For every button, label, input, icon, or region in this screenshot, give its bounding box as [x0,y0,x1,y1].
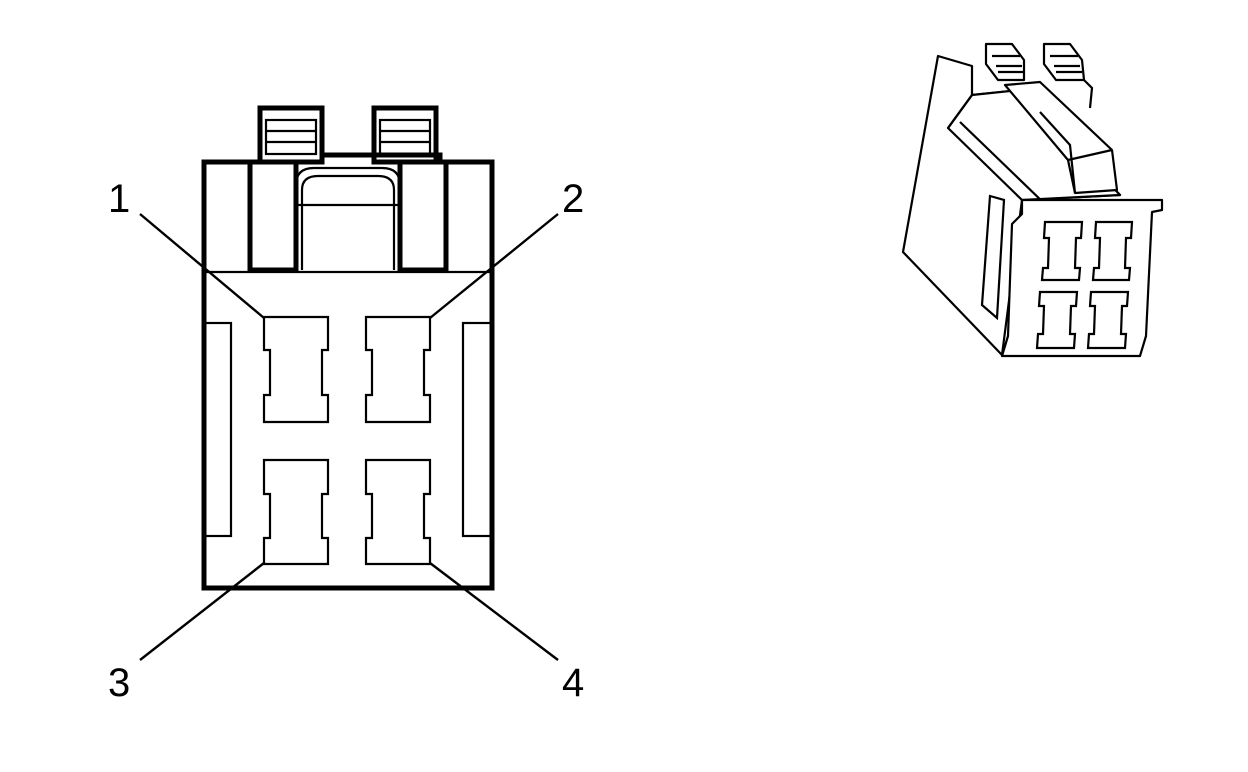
connector-front-view [201,105,495,591]
latch-channel [204,162,492,274]
iso-cavity-1 [1040,220,1084,282]
leader-line-3 [139,562,265,661]
pin-label-2: 2 [562,177,584,221]
cavity-4 [364,458,432,566]
iso-latch-tab-right [1042,42,1086,82]
iso-cavity-4 [1086,290,1130,350]
iso-cavity-2 [1091,220,1134,282]
side-rib-left [202,321,233,538]
iso-latch-tab-left [984,42,1026,82]
housing-outline [201,152,495,591]
side-rib-right [461,321,494,538]
latch-tab-left [257,105,325,165]
pin-label-3: 3 [108,661,130,705]
pin-label-1: 1 [108,177,130,221]
connector-isometric-view [901,42,1164,358]
iso-cavity-3 [1035,290,1079,350]
leader-line-4 [429,562,559,661]
pin-label-4: 4 [562,661,584,705]
cavity-1 [262,315,330,424]
cavity-2 [364,315,432,424]
leader-line-2 [429,213,559,319]
cavity-3 [262,458,330,566]
leader-line-1 [139,213,265,319]
